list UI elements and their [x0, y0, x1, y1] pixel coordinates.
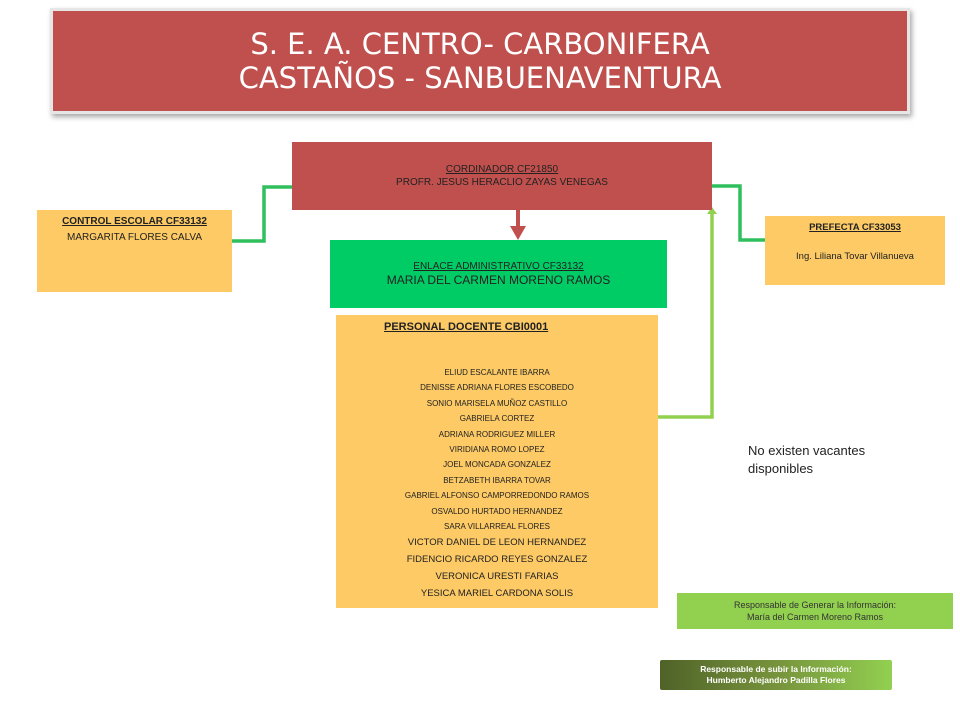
- list-item: YESICA MARIEL CARDONA SOLIS: [420, 588, 574, 600]
- prefecta-heading: PREFECTA CF33053: [809, 222, 901, 233]
- control-escolar-heading: CONTROL ESCOLAR CF33132: [62, 216, 207, 227]
- list-item: FIDENCIO RICARDO REYES GONZALEZ: [406, 554, 588, 566]
- coordinador-box: CORDINADOR CF21850 PROFR. JESUS HERACLIO…: [292, 142, 712, 210]
- enlace-heading: ENLACE ADMINISTRATIVO CF33132: [413, 261, 584, 272]
- responsable-subir-box: Responsable de subir la Información: Hum…: [660, 660, 892, 690]
- personal-docente-box: PERSONAL DOCENTE CBI0001 ELIUD ESCALANTE…: [336, 315, 658, 608]
- responsable-subir-label: Responsable de subir la Información:: [700, 664, 852, 674]
- docente-list: ELIUD ESCALANTE IBARRA DENISSE ADRIANA F…: [336, 365, 658, 602]
- list-item: VERONICA URESTI FARIAS: [435, 571, 559, 583]
- list-item: ADRIANA RODRIGUEZ MILLER: [438, 429, 556, 439]
- list-item: VIRIDIANA ROMO LOPEZ: [449, 444, 545, 454]
- control-escolar-name: MARGARITA FLORES CALVA: [66, 232, 203, 243]
- enlace-box: ENLACE ADMINISTRATIVO CF33132 MARIA DEL …: [330, 240, 667, 308]
- list-item: GABRIELA CORTEZ: [459, 414, 535, 424]
- coordinador-heading: CORDINADOR CF21850: [445, 164, 559, 175]
- responsable-subir-name: Humberto Alejandro Padilla Flores: [706, 675, 846, 685]
- arrow-down-icon: [510, 226, 526, 240]
- prefecta-name: Ing. Liliana Tovar Villanueva: [796, 251, 914, 262]
- connector-coord-prefecta: [712, 184, 765, 242]
- list-item: ELIUD ESCALANTE IBARRA: [444, 368, 550, 377]
- list-item: DENISSE ADRIANA FLORES ESCOBEDO: [420, 383, 574, 393]
- connector-coord-control: [232, 185, 292, 243]
- list-item: SARA VILLARREAL FLORES: [444, 521, 550, 531]
- responsable-generar-name: María del Carmen Moreno Ramos: [746, 612, 884, 622]
- title-line-2: CASTAÑOS - SANBUENAVENTURA: [238, 61, 722, 95]
- list-item: BETZABETH IBARRA TOVAR: [443, 475, 551, 485]
- vacantes-note: No existen vacantes disponibles: [748, 443, 866, 476]
- title-line-1: S. E. A. CENTRO- CARBONIFERA: [250, 27, 710, 61]
- docente-heading: PERSONAL DOCENTE CBI0001: [384, 321, 549, 333]
- control-escolar-box: CONTROL ESCOLAR CF33132 MARGARITA FLORES…: [37, 210, 232, 292]
- coordinador-name: PROFR. JESUS HERACLIO ZAYAS VENEGAS: [396, 177, 608, 188]
- enlace-name: MARIA DEL CARMEN MORENO RAMOS: [386, 273, 611, 287]
- prefecta-box: PREFECTA CF33053 Ing. Liliana Tovar Vill…: [765, 216, 945, 285]
- list-item: VICTOR DANIEL DE LEON HERNANDEZ: [407, 537, 587, 549]
- list-item: GABRIEL ALFONSO CAMPORREDONDO RAMOS: [404, 491, 590, 501]
- list-item: SONIO MARISELA MUÑOZ CASTILLO: [426, 398, 568, 408]
- title-banner: S. E. A. CENTRO- CARBONIFERA CASTAÑOS - …: [50, 8, 910, 114]
- responsable-generar-box: Responsable de Generar la Información: M…: [677, 593, 953, 629]
- responsable-generar-label: Responsable de Generar la Información:: [733, 600, 897, 610]
- list-item: JOEL MONCADA GONZALEZ: [443, 460, 551, 470]
- list-item: OSVALDO HURTADO HERNANDEZ: [431, 506, 563, 516]
